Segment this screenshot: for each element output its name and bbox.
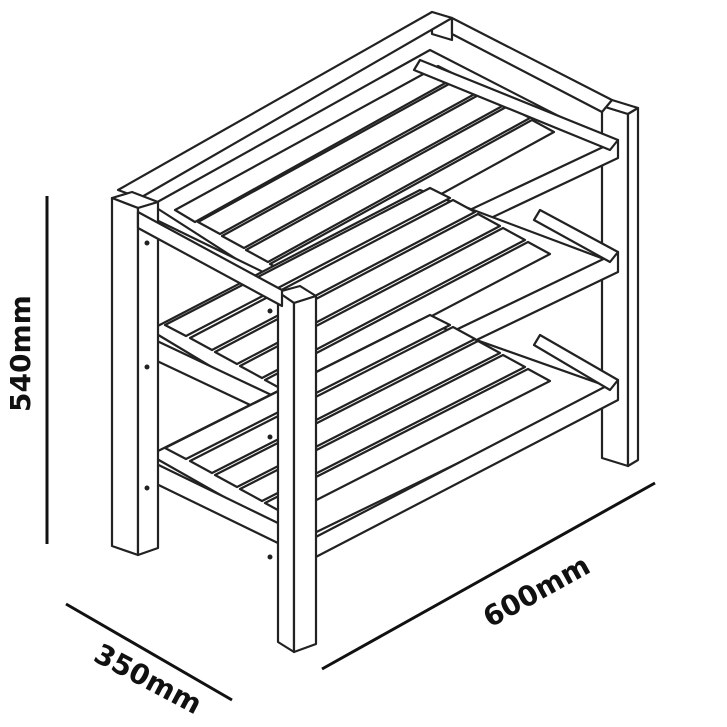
top-shelf-right-end-rail: [412, 58, 620, 152]
screw-hole: [267, 308, 273, 314]
top-left-end-rail: [136, 210, 284, 308]
bottom-shelf-right-end-rail: [532, 333, 620, 392]
front-right-post: [276, 284, 318, 654]
back-right-post-side: [626, 106, 640, 468]
top-back-rail: [450, 16, 614, 114]
screw-hole: [144, 240, 150, 246]
screw-hole: [144, 485, 150, 491]
height-dimension: 540mm: [4, 196, 49, 544]
mid-slat-2: [188, 198, 477, 352]
bot-slat-2: [188, 325, 477, 475]
screw-hole: [267, 434, 273, 440]
width-dimension-line: [321, 481, 656, 671]
depth-label: 350mm: [89, 637, 208, 721]
screw-holes: [144, 240, 273, 560]
front-rails: [136, 210, 284, 308]
depth-dimension: 350mm: [65, 602, 233, 721]
front-right-post-side: [292, 294, 318, 654]
middle-shelf-right-end-rail: [532, 208, 620, 264]
front-left-post-side: [136, 200, 160, 557]
mid-slat-1: [163, 186, 452, 338]
front-left-post: [110, 190, 160, 557]
height-label: 540mm: [4, 295, 37, 412]
screw-hole: [144, 364, 150, 370]
depth-dimension-line: [65, 602, 233, 702]
screw-hole: [267, 554, 273, 560]
width-label: 600mm: [477, 549, 595, 634]
front-left-post-face: [110, 196, 140, 557]
front-right-post-face: [276, 290, 296, 654]
